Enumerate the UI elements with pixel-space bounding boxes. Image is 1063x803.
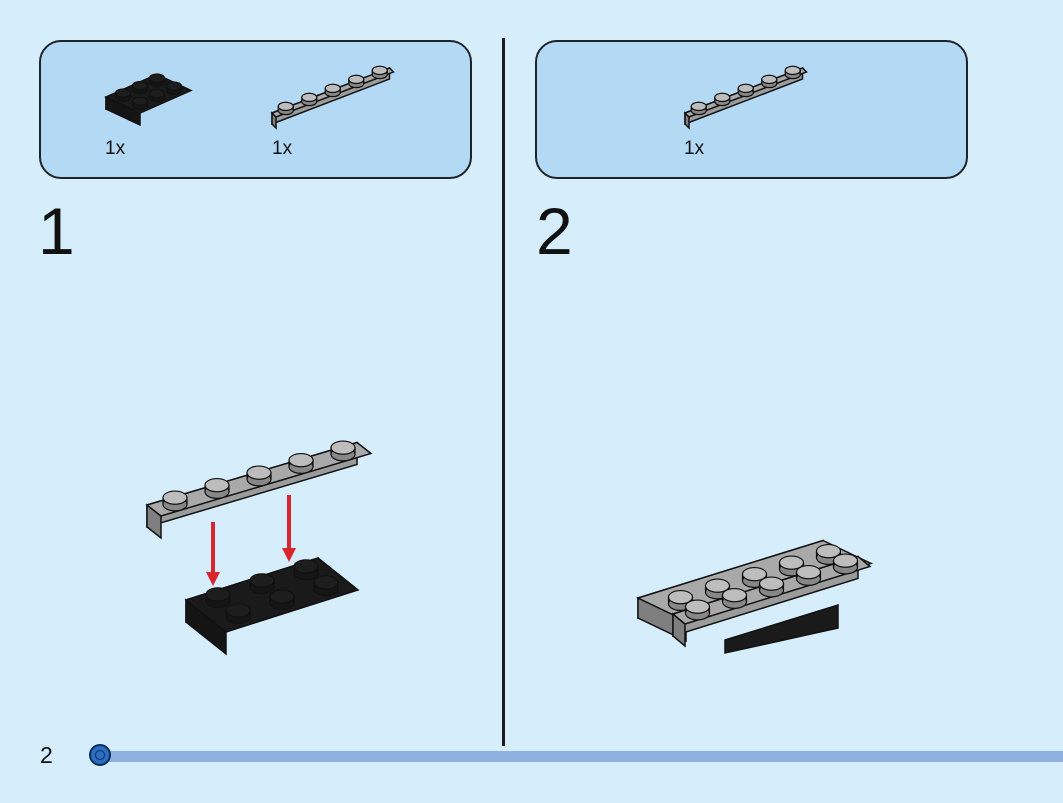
stud bbox=[832, 553, 859, 575]
stud bbox=[324, 83, 341, 98]
stud bbox=[795, 564, 822, 586]
stud bbox=[114, 88, 132, 102]
stud bbox=[249, 573, 275, 595]
stud bbox=[761, 74, 778, 89]
stud bbox=[330, 440, 356, 462]
stud bbox=[737, 83, 754, 98]
stud bbox=[690, 101, 707, 116]
part-qty-2: 1x bbox=[272, 138, 293, 159]
stud bbox=[714, 92, 731, 107]
stud bbox=[162, 490, 188, 512]
step-number-1: 1 bbox=[38, 194, 75, 268]
stud bbox=[684, 599, 711, 621]
attach-arrow-icon-1 bbox=[206, 522, 220, 586]
stud bbox=[148, 73, 166, 87]
stud bbox=[131, 96, 149, 110]
part-qty-3: 1x bbox=[684, 138, 705, 159]
stud bbox=[165, 81, 183, 95]
stud bbox=[313, 575, 339, 597]
progress-marker-icon bbox=[89, 744, 111, 766]
step2-black-plate-edge bbox=[724, 603, 839, 654]
stud bbox=[277, 101, 294, 116]
step-divider bbox=[502, 38, 505, 746]
stud bbox=[205, 587, 231, 609]
stud bbox=[225, 603, 251, 625]
step-number-2: 2 bbox=[536, 194, 573, 268]
stud bbox=[148, 88, 166, 103]
stud bbox=[758, 576, 785, 598]
stud bbox=[288, 452, 314, 474]
stud bbox=[721, 587, 748, 609]
stud bbox=[204, 477, 230, 499]
stud bbox=[784, 65, 801, 80]
attach-arrow-icon-2 bbox=[282, 495, 296, 562]
page-number: 2 bbox=[40, 742, 53, 768]
parts-list-step-2 bbox=[535, 40, 968, 179]
stud bbox=[371, 65, 388, 80]
stud bbox=[269, 589, 295, 611]
stud bbox=[293, 559, 319, 581]
stud bbox=[131, 80, 149, 95]
part-qty-1: 1x bbox=[105, 138, 126, 159]
stud bbox=[246, 465, 272, 487]
stud bbox=[301, 92, 318, 107]
progress-bar bbox=[100, 751, 1063, 762]
stud bbox=[348, 74, 365, 89]
